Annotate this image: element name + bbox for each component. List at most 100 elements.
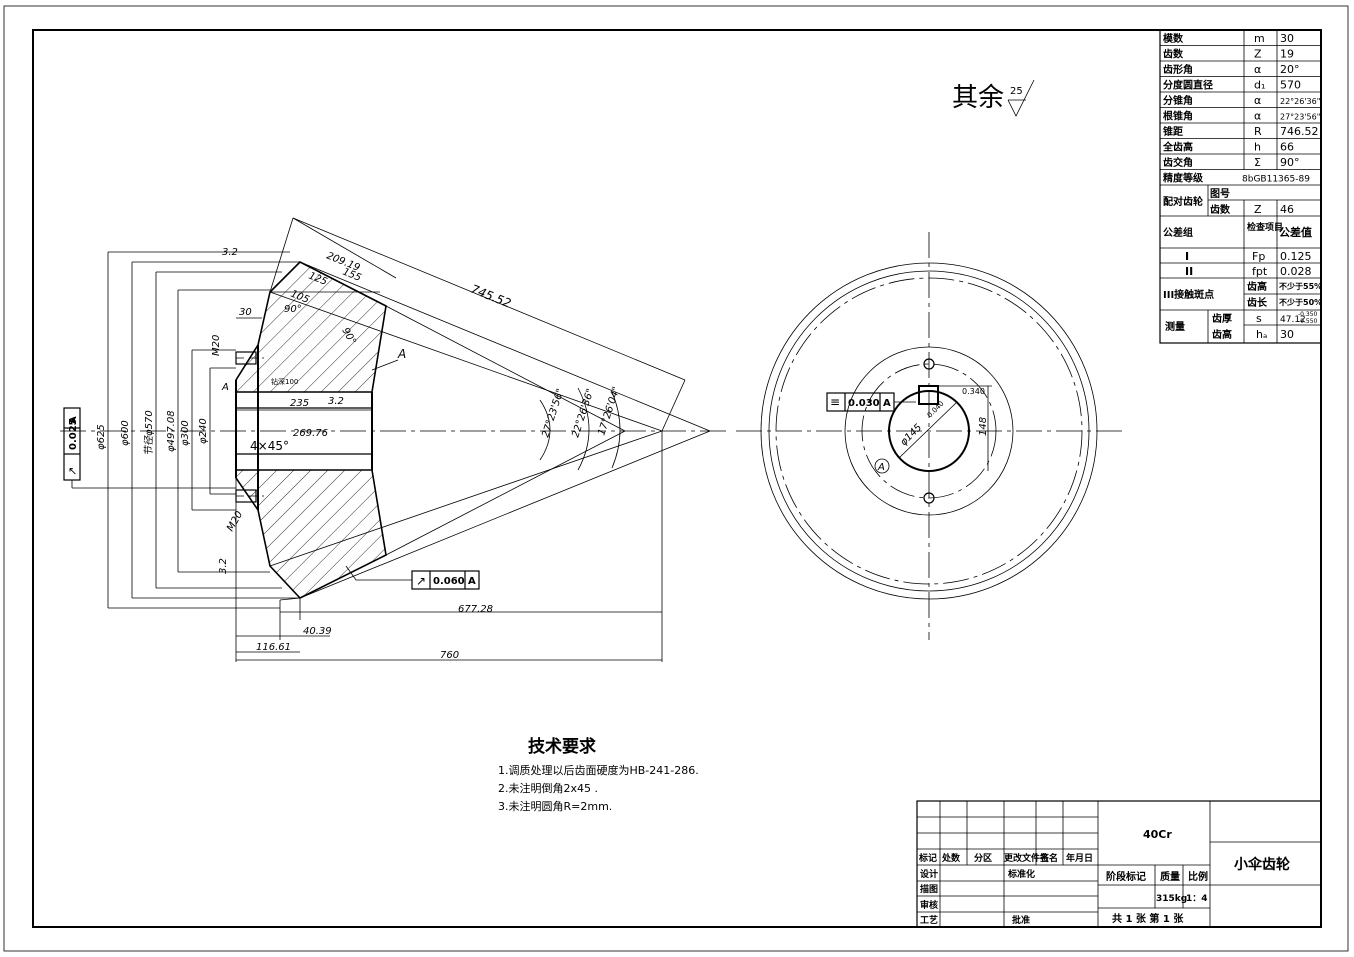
diameter-dimensions — [107, 251, 300, 609]
svg-text:A: A — [468, 576, 476, 587]
contact-label: III接触斑点 — [1163, 288, 1214, 301]
svg-text:审核: 审核 — [920, 899, 938, 911]
dim-745: 745.52 — [469, 282, 513, 311]
inner-frame — [32, 29, 1322, 928]
datum-a-left: A — [221, 382, 229, 393]
param-name: 全齿高 — [1162, 141, 1193, 154]
svg-text:≡: ≡ — [830, 395, 840, 409]
measure-symbol: s — [1256, 312, 1262, 325]
tol-symbol: fpt — [1252, 265, 1268, 278]
note-2: 2.未注明倒角2x45 . — [498, 781, 598, 795]
measure-item: 齿厚 — [1212, 312, 1232, 325]
dim-269: 269.76 — [293, 428, 328, 439]
tol-item-header: 检查项目 — [1247, 221, 1283, 233]
tol-group: I — [1185, 250, 1189, 263]
svg-text:0.060: 0.060 — [433, 576, 465, 587]
sheet-count: 共 1 张 第 1 张 — [1112, 912, 1184, 925]
material-label: 40Cr — [1143, 828, 1172, 841]
svg-text:质量: 质量 — [1160, 870, 1180, 883]
svg-text:比例: 比例 — [1188, 870, 1208, 883]
outer-frame — [3, 5, 1349, 952]
tol-value-header: 公差值 — [1279, 225, 1312, 239]
hatched-lower-section — [235, 469, 387, 599]
measure-tol-lower: -0.550 — [1298, 318, 1318, 325]
param-symbol: m — [1254, 32, 1265, 45]
roughness-lower: 3.2 — [218, 558, 229, 574]
param-symbol: Σ — [1254, 156, 1261, 169]
surface-roughness-note: 其余 25 — [952, 79, 1035, 117]
keyway — [918, 385, 939, 405]
svg-text:A: A — [883, 398, 891, 409]
svg-text:批准: 批准 — [1012, 914, 1030, 926]
contact-item: 齿高 — [1247, 280, 1267, 293]
mating-row2: 齿数 — [1210, 203, 1231, 216]
mating-label: 配对齿轮 — [1163, 195, 1203, 208]
dim-235: 235 — [290, 398, 309, 409]
keyway-tol: 0.340 — [962, 387, 985, 396]
mating-value: 46 — [1280, 203, 1294, 216]
param-name: 齿交角 — [1163, 156, 1193, 169]
param-symbol: R — [1254, 125, 1262, 138]
gdt-symmetry-0030: ≡ 0.030 A — [826, 392, 916, 412]
bolt-circle — [861, 363, 997, 499]
param-value: 90° — [1280, 156, 1300, 169]
angle-face: 17°26'04" — [596, 385, 622, 436]
tol-value: 0.028 — [1280, 265, 1312, 278]
svg-text:签名: 签名 — [1039, 852, 1058, 864]
param-value: 8bGB11365-89 — [1242, 175, 1310, 185]
chamfer-label: 4×45° — [250, 439, 289, 453]
part-name: 小伞齿轮 — [1234, 856, 1290, 873]
measure-symbol: hₐ — [1256, 328, 1267, 341]
notes-title: 技术要求 — [528, 736, 596, 757]
tip-circle — [760, 262, 1098, 600]
svg-text:阶段标记: 阶段标记 — [1106, 870, 1146, 883]
tol-value: 0.125 — [1280, 250, 1312, 263]
dim-148: 148 — [978, 417, 989, 436]
datum-a-right: A — [397, 347, 406, 361]
datum-a-front: A — [877, 462, 885, 473]
param-symbol: h — [1254, 141, 1261, 154]
svg-text:A: A — [68, 416, 79, 424]
svg-text:↗: ↗ — [66, 467, 79, 476]
param-value: 66 — [1280, 141, 1294, 154]
measure-tol-upper: -0.350 — [1298, 311, 1318, 318]
contact-value: 不少于50% — [1279, 297, 1322, 307]
mating-row1: 图号 — [1210, 188, 1230, 200]
measure-value: 30 — [1280, 328, 1294, 341]
mating-symbol: Z — [1254, 203, 1262, 216]
param-symbol: α — [1254, 63, 1261, 76]
note-1: 1.调质处理以后齿面硬度为HB-241-286. — [498, 763, 699, 777]
dim-30: 30 — [239, 307, 252, 318]
dim-116: 116.61 — [256, 642, 291, 653]
dim-d497: φ497.08 — [166, 410, 177, 452]
tol-symbol: Fp — [1252, 250, 1265, 263]
tol-group-header: 公差组 — [1163, 226, 1193, 239]
scale-value: 1：4 — [1186, 894, 1208, 904]
param-name: 精度等级 — [1163, 172, 1204, 185]
param-symbol: α — [1254, 94, 1261, 107]
bore-circle — [888, 390, 970, 472]
svg-text:处数: 处数 — [941, 852, 961, 864]
param-name: 根锥角 — [1163, 110, 1193, 123]
measure-item: 齿高 — [1212, 328, 1232, 341]
contact-item: 齿长 — [1247, 296, 1268, 309]
dim-40: 40.39 — [303, 626, 332, 637]
dim-d600: φ600 — [120, 420, 131, 446]
measure-label: 测量 — [1165, 320, 1185, 333]
svg-text:设计: 设计 — [920, 868, 938, 880]
param-value: 19 — [1280, 48, 1294, 61]
param-symbol: Z — [1254, 48, 1262, 61]
param-value: 746.52 — [1280, 125, 1319, 138]
param-name: 分度圆直径 — [1163, 79, 1213, 92]
title-block: 标记 处数 分区 更改文件名 签名 年月日 设计 标准化 描图 审核 工艺 批准… — [916, 800, 1322, 928]
gdt-runout-0060: ↗ 0.060 A — [345, 565, 480, 590]
measure-value: 47.12 — [1280, 315, 1306, 325]
gear-front-view: φ145 0.340 0.040 148 A — [736, 232, 1124, 640]
tol-group: II — [1185, 265, 1193, 278]
svg-text:标记: 标记 — [918, 852, 937, 864]
m20-label-lower: M20 — [225, 510, 245, 534]
svg-text:分区: 分区 — [974, 852, 992, 864]
param-value: 27°23'56" — [1280, 113, 1320, 122]
dim-d300: φ300 — [180, 420, 191, 446]
hatched-upper-section — [235, 261, 387, 393]
